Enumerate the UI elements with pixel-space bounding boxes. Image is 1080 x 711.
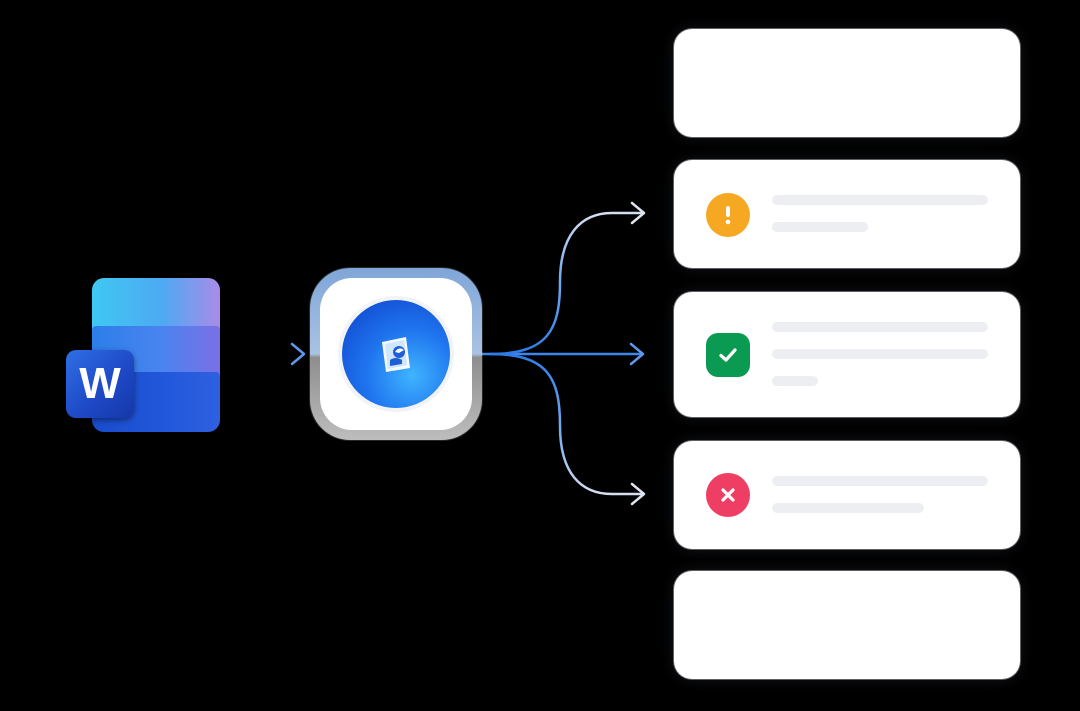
success-status-badge (706, 333, 750, 377)
result-card-error (674, 441, 1020, 549)
placeholder-line (772, 195, 988, 205)
lower-branch-connector (489, 352, 644, 496)
placeholder-line (772, 222, 868, 232)
word-badge-letter: W (79, 359, 121, 408)
placeholder-line (772, 503, 924, 513)
placeholder-line (772, 376, 818, 386)
result-card-warning (674, 160, 1020, 268)
placeholder-line (772, 349, 988, 359)
word-page-top (92, 278, 220, 334)
lower-arrowhead (630, 482, 646, 506)
result-card-empty-top (674, 29, 1020, 137)
middle-arrowhead (629, 342, 645, 366)
source-arrowhead (290, 342, 306, 366)
placeholder-line (772, 476, 988, 486)
microsoft-word-icon: W (64, 276, 224, 436)
placeholder-line (772, 322, 988, 332)
processor-app-tile-inner (320, 278, 472, 430)
document-scanner-app-icon (382, 337, 410, 372)
upper-arrowhead (630, 201, 646, 225)
warning-status-badge (706, 193, 750, 237)
check-icon (719, 348, 737, 362)
upper-branch-connector (489, 211, 644, 356)
error-status-badge (706, 473, 750, 517)
exclamation-icon (725, 206, 731, 225)
word-badge: W (66, 350, 134, 418)
result-card-success (674, 292, 1020, 417)
result-card-empty-bottom (674, 571, 1020, 679)
processor-app-circle (342, 300, 450, 408)
close-icon (721, 488, 735, 502)
processor-app-tile (310, 268, 482, 440)
